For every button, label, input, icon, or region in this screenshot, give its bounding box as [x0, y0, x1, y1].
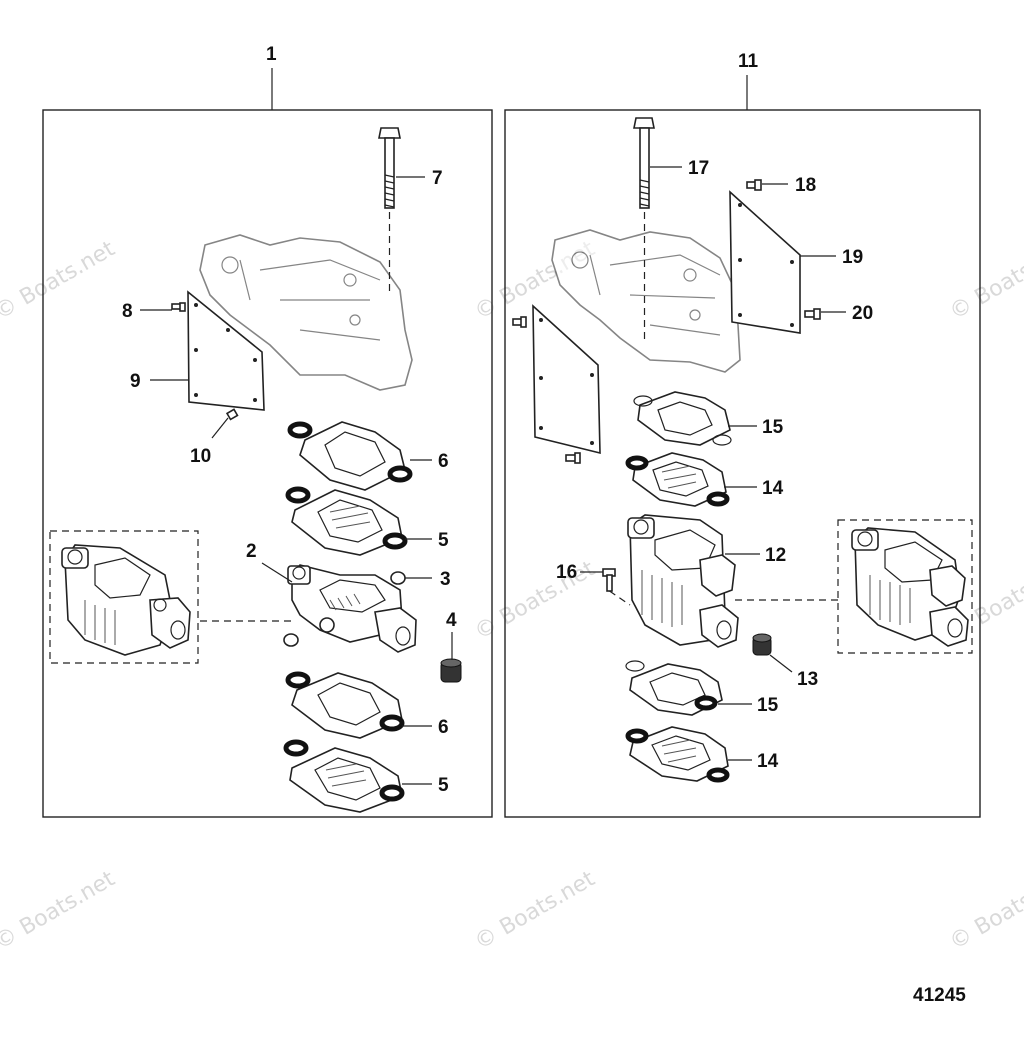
watermark: © Boats.net [0, 236, 120, 325]
screw-icon [565, 452, 581, 464]
watermark: © Boats.net [946, 866, 1024, 955]
screw-icon [804, 308, 821, 320]
callout-5b: 5 [438, 775, 449, 796]
callout-10: 10 [190, 446, 211, 467]
callout-9: 9 [130, 371, 141, 392]
riser-icon [627, 514, 838, 648]
callout-15: 15 [762, 417, 784, 438]
cover-plate [729, 190, 801, 334]
callout-2: 2 [246, 541, 257, 562]
cover-plate [532, 304, 601, 455]
riser-detail-icon [61, 544, 191, 656]
panel-frame [42, 109, 493, 818]
screw-icon [602, 568, 631, 606]
panel-title: 11 [738, 51, 759, 72]
plug-icon [283, 633, 299, 647]
plug-icon [390, 571, 406, 585]
gasket-icon [625, 452, 730, 507]
callout-6b: 6 [438, 717, 449, 738]
gasket-icon [283, 739, 405, 813]
watermark: © Boats.net [471, 556, 600, 645]
callout-12: 12 [765, 545, 786, 566]
callout-6: 6 [438, 451, 449, 472]
screw-icon [746, 179, 762, 191]
cover-plate [187, 290, 265, 411]
panel-frame [504, 109, 981, 818]
gasket-icon [625, 660, 723, 716]
manifold-illustration [199, 234, 413, 391]
cap-icon [752, 633, 772, 656]
riser-elbow-icon [200, 564, 417, 653]
bolt-icon [633, 117, 655, 340]
gasket-icon [633, 391, 732, 446]
riser-detail-icon [851, 527, 969, 647]
detail-inset [837, 519, 973, 654]
gasket-icon [625, 726, 730, 783]
callout-3: 3 [440, 569, 451, 590]
gasket-icon [287, 421, 413, 491]
watermark: © Boats.net [471, 866, 600, 955]
bolt-icon [378, 127, 401, 295]
figure-number: 41245 [913, 985, 966, 1006]
callout-17: 17 [688, 158, 709, 179]
callout-7: 7 [432, 168, 443, 189]
cap-icon [440, 658, 462, 683]
gasket-icon [285, 671, 405, 739]
watermark: © Boats.net [946, 236, 1024, 325]
panel-right: 11 17 18 19 [504, 51, 981, 818]
callout-13: 13 [797, 669, 818, 690]
callout-16: 16 [556, 562, 577, 583]
callout-14b: 14 [757, 751, 779, 772]
callout-15b: 15 [757, 695, 779, 716]
manifold-illustration [551, 229, 741, 373]
callout-4: 4 [446, 610, 457, 631]
callout-18: 18 [795, 175, 816, 196]
callout-20: 20 [852, 303, 873, 324]
callout-14: 14 [762, 478, 784, 499]
panel-left: 1 7 9 8 [42, 44, 493, 818]
screw-icon [512, 316, 527, 328]
callout-5: 5 [438, 530, 449, 551]
watermark: © Boats.net [0, 866, 120, 955]
gasket-icon [285, 486, 408, 556]
detail-inset [49, 530, 199, 664]
screw-icon [171, 302, 186, 312]
screw-icon [225, 408, 239, 421]
callout-8: 8 [122, 301, 133, 322]
panel-title: 1 [266, 44, 277, 65]
callout-19: 19 [842, 247, 863, 268]
